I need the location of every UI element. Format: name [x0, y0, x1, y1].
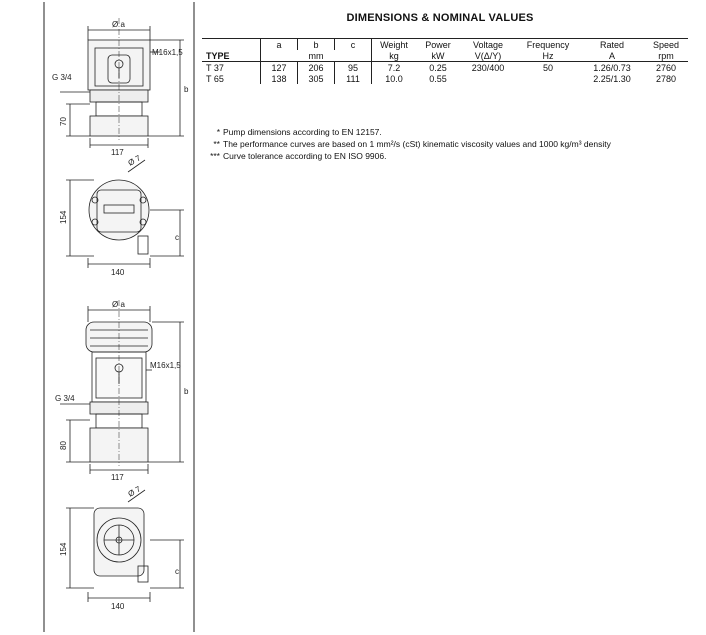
footnote-text: The performance curves are based on 1 mm…	[223, 139, 611, 149]
footnote: **The performance curves are based on 1 …	[202, 138, 611, 150]
value-cell	[460, 73, 516, 84]
unit-cell	[334, 50, 372, 62]
value-cell: 2760	[655, 62, 677, 73]
header-cell-weight: Weight	[371, 38, 416, 50]
v2-width-label: 140	[111, 268, 125, 277]
unit-cell: kg	[371, 50, 416, 62]
elevation-view-t37	[60, 18, 184, 148]
value-cell: 0.25	[429, 62, 447, 73]
footnote-text: Curve tolerance according to EN ISO 9906…	[223, 151, 387, 161]
table-row: T 65 138 305 111 10.0 0.55 2.25/1.30 278…	[202, 73, 688, 84]
value-cell: 127	[260, 61, 298, 73]
value-cell: 111	[334, 73, 372, 84]
footnote-mark: **	[213, 139, 220, 149]
v3-pipe-label: G 3/4	[55, 394, 75, 403]
footnote: *Pump dimensions according to EN 12157.	[202, 126, 611, 138]
value-cell: 1.26/0.73	[593, 62, 631, 73]
value-cell: 7.2	[371, 61, 416, 73]
type-cell: T 37	[206, 62, 224, 73]
v2-dia7-label: Ø 7	[127, 153, 143, 168]
type-cell: T 65	[206, 73, 224, 84]
value-cell: 10.0	[371, 73, 416, 84]
table-row: T 37 127 206 95 7.2 0.25 230/400 50 1.26…	[202, 61, 688, 73]
plan-view-t65	[66, 489, 184, 602]
header-cell-power: Power	[416, 38, 460, 50]
page-title: DIMENSIONS & NOMINAL VALUES	[346, 12, 534, 24]
v3-thread-label: M16x1,5	[150, 361, 181, 370]
footnote-mark: ***	[210, 151, 220, 161]
header-type: TYPE	[202, 50, 261, 62]
v4-width-label: 140	[111, 602, 125, 611]
footnote: ***Curve tolerance according to EN ISO 9…	[202, 150, 611, 162]
v1-thread-label: M16x1,5	[152, 48, 183, 57]
plan-view-t37	[66, 159, 184, 268]
table-header-row-2: TYPE mm kg kW V(Δ/Y) Hz A rpm	[202, 50, 688, 62]
v1-width-label: 117	[111, 148, 124, 157]
value-cell	[516, 73, 580, 84]
v2-c-label: c	[175, 233, 179, 242]
unit-cell: Hz	[516, 50, 580, 62]
v3-b-label: b	[184, 387, 189, 396]
v4-dia7-label: Ø 7	[127, 484, 143, 499]
value-cell: 95	[334, 61, 372, 73]
footnotes: *Pump dimensions according to EN 12157. …	[202, 126, 611, 162]
unit-cell: rpm	[644, 50, 688, 62]
v2-depth-label: 154	[59, 210, 68, 224]
header-cell-b: b	[297, 38, 335, 50]
unit-cell: mm	[297, 50, 335, 62]
footnote-mark: *	[216, 127, 220, 137]
v1-pipe-label: G 3/4	[52, 73, 72, 82]
v3-dia-a-label: Ø a	[112, 300, 125, 309]
unit-cell: kW	[416, 50, 460, 62]
v4-depth-label: 154	[59, 542, 68, 556]
dimensions-table: a b c Weight Power Voltage Frequency Rat…	[202, 38, 688, 84]
value-cell: 2780	[655, 73, 677, 84]
unit-cell	[260, 50, 298, 62]
v1-b-label: b	[184, 85, 189, 94]
unit-cell: A	[580, 50, 644, 62]
unit-cell: V(Δ/Y)	[460, 50, 516, 62]
header-cell-frequency: Frequency	[516, 38, 580, 50]
header-cell-a: a	[260, 38, 298, 50]
v3-height-label: 80	[59, 441, 68, 450]
value-cell: 206	[297, 61, 335, 73]
header-cell-speed: Speed	[644, 38, 688, 50]
elevation-view-t65	[60, 300, 184, 474]
value-cell: 50	[542, 62, 553, 73]
value-cell: 305	[297, 73, 335, 84]
v3-width-label: 117	[111, 473, 124, 482]
header-cell-c: c	[334, 38, 372, 50]
header-cell	[202, 38, 261, 50]
v1-height-label: 70	[59, 117, 68, 126]
value-cell: 2.25/1.30	[593, 73, 631, 84]
value-cell: 0.55	[429, 73, 447, 84]
table-header-row-1: a b c Weight Power Voltage Frequency Rat…	[202, 38, 688, 50]
header-cell-voltage: Voltage	[460, 38, 516, 50]
v1-dia-a-label: Ø a	[112, 20, 125, 29]
header-cell-rated: Rated	[580, 38, 644, 50]
value-cell: 138	[260, 73, 298, 84]
footnote-text: Pump dimensions according to EN 12157.	[223, 127, 382, 137]
v4-c-label: c	[175, 567, 179, 576]
value-cell: 230/400	[471, 62, 505, 73]
